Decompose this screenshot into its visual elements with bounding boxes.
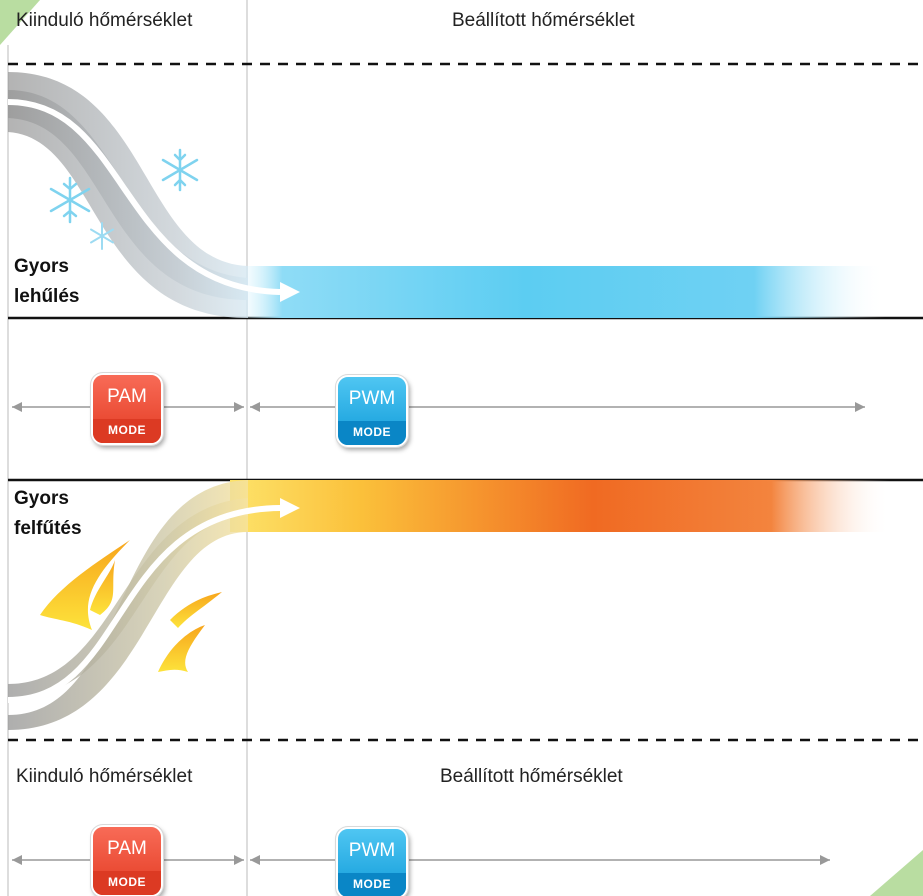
pam-mode-badge-bottom: PAM MODE bbox=[90, 824, 164, 896]
pam-label: PAM bbox=[107, 386, 147, 407]
cooling-label-line1: Gyors bbox=[14, 256, 69, 277]
pwm-mode-badge: PWM MODE bbox=[335, 374, 409, 448]
mode-label: MODE bbox=[93, 871, 161, 895]
flame-icon bbox=[170, 592, 222, 628]
pam-label: PAM bbox=[107, 838, 147, 859]
snowflake-icon bbox=[49, 176, 91, 224]
arrow-icon bbox=[280, 498, 300, 518]
cooling-label: Gyors lehűlés bbox=[14, 252, 79, 312]
flame-icon bbox=[40, 540, 130, 630]
corner-accent-top bbox=[0, 0, 40, 45]
pwm-label: PWM bbox=[348, 840, 396, 861]
mode-label: MODE bbox=[338, 873, 406, 896]
cooling-bar bbox=[230, 266, 885, 318]
target-temp-label-bottom: Beállított hőmérséklet bbox=[440, 766, 623, 787]
start-temp-label-top: Kiinduló hőmérséklet bbox=[16, 10, 193, 31]
mode-label: MODE bbox=[93, 419, 161, 443]
flame-icon bbox=[90, 560, 115, 615]
arrow-icon bbox=[280, 282, 300, 302]
heating-bar bbox=[230, 480, 890, 532]
cooling-arrow-line bbox=[7, 99, 281, 295]
pam-mode-badge: PAM MODE bbox=[90, 372, 164, 446]
mode-label: MODE bbox=[338, 421, 406, 445]
corner-accent-bottom bbox=[870, 850, 923, 896]
start-temp-label-bottom: Kiinduló hőmérséklet bbox=[16, 766, 193, 787]
target-temp-label-top: Beállított hőmérséklet bbox=[452, 10, 635, 31]
pwm-label: PWM bbox=[348, 388, 396, 409]
heating-label-line2: felfűtés bbox=[14, 518, 82, 539]
snowflake-icon bbox=[161, 148, 199, 192]
cooling-label-line2: lehűlés bbox=[14, 286, 80, 307]
heating-arrow-line bbox=[7, 505, 281, 703]
heating-label-line1: Gyors bbox=[14, 488, 69, 509]
heating-label: Gyors felfűtés bbox=[14, 484, 82, 544]
snowflake-icon bbox=[90, 222, 114, 250]
pwm-mode-badge-bottom: PWM MODE bbox=[335, 826, 409, 896]
flame-icon bbox=[158, 625, 205, 672]
